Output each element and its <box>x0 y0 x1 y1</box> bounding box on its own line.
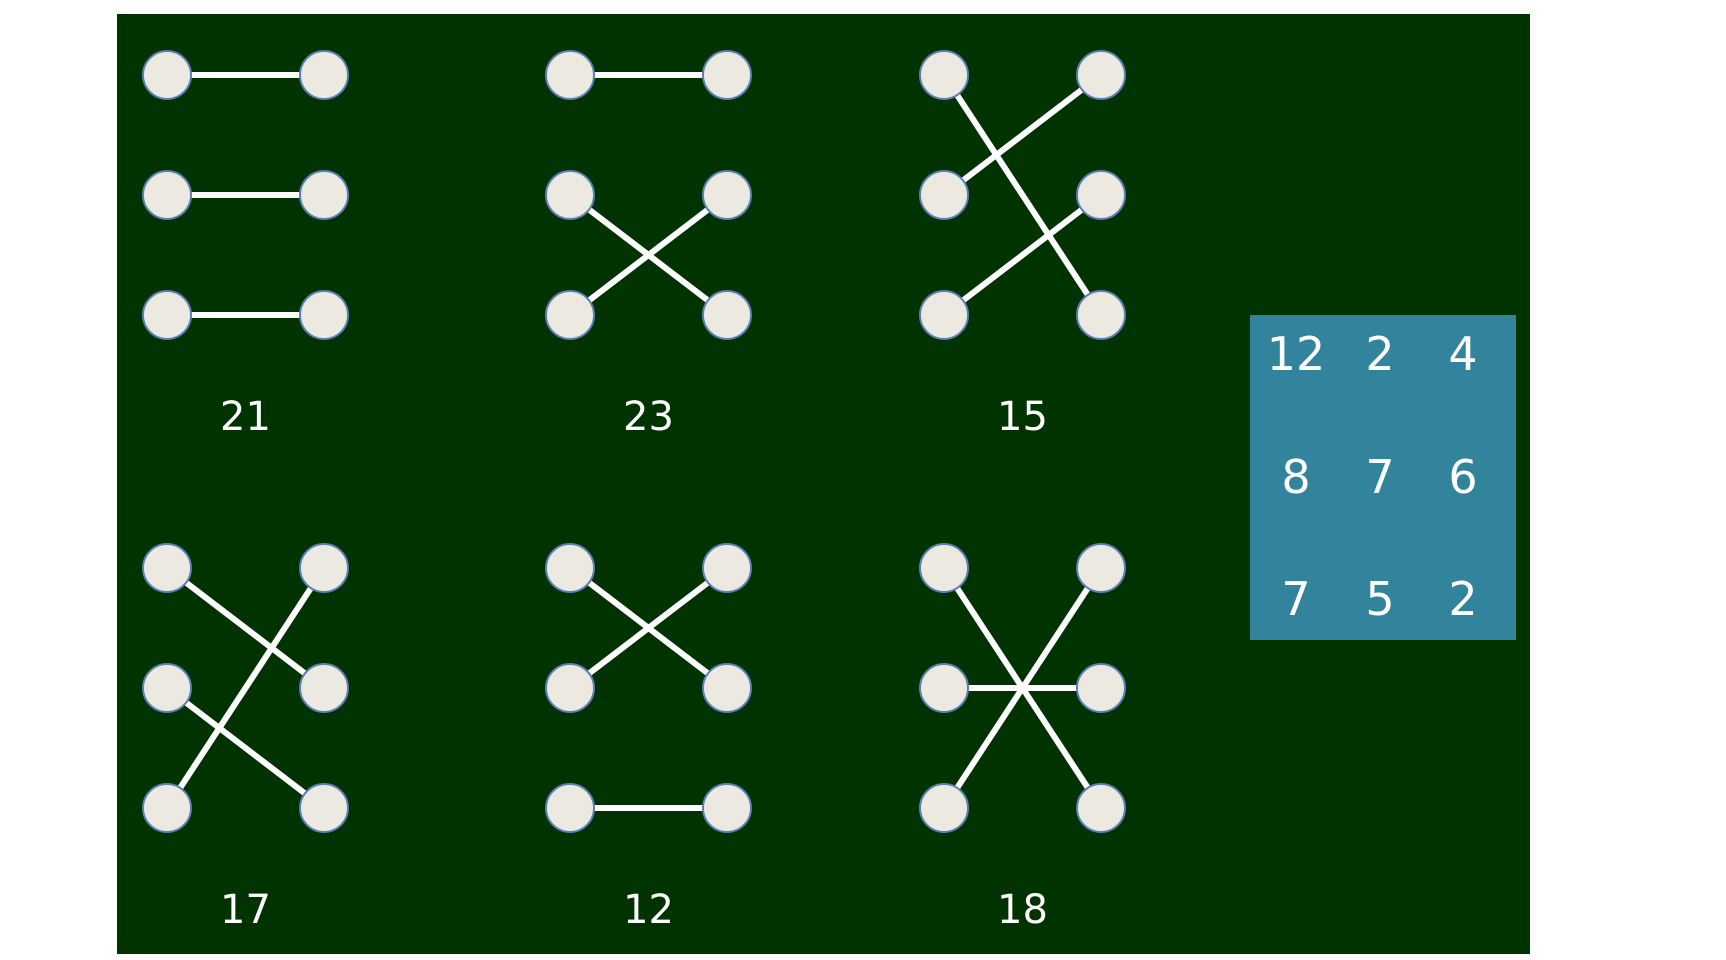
left-node <box>919 663 969 713</box>
right-node <box>1076 50 1126 100</box>
matching-total-label: 18 <box>997 887 1048 933</box>
matching-diagram: 12 <box>545 543 752 933</box>
left-node <box>545 50 595 100</box>
left-node <box>919 50 969 100</box>
matrix-cell: 6 <box>1448 450 1477 504</box>
matching-edge <box>164 565 327 811</box>
matrix-cell: 7 <box>1365 450 1394 504</box>
matching-diagram: 15 <box>919 50 1126 440</box>
right-node <box>299 170 349 220</box>
matrix-cell: 5 <box>1365 572 1394 626</box>
matrix-cell: 4 <box>1448 327 1477 381</box>
left-node <box>545 543 595 593</box>
matrix-cell: 12 <box>1267 327 1326 381</box>
matching-total-label: 21 <box>220 394 271 440</box>
left-node <box>142 783 192 833</box>
matching-edge <box>567 192 730 318</box>
right-node <box>1076 290 1126 340</box>
matching-total-label: 17 <box>220 887 271 933</box>
left-node <box>545 290 595 340</box>
matching-edge <box>941 72 1104 318</box>
right-node <box>702 50 752 100</box>
matching-diagram: 18 <box>919 543 1126 933</box>
left-node <box>142 543 192 593</box>
left-node <box>919 290 969 340</box>
right-node <box>1076 663 1126 713</box>
right-node <box>702 290 752 340</box>
right-node <box>1076 783 1126 833</box>
matching-edge <box>164 685 327 811</box>
right-node <box>702 543 752 593</box>
cost-matrix-box <box>1250 315 1516 640</box>
matrix-cell: 2 <box>1448 572 1477 626</box>
right-node <box>299 543 349 593</box>
left-node <box>545 663 595 713</box>
right-node <box>702 783 752 833</box>
right-node <box>702 170 752 220</box>
left-node <box>142 663 192 713</box>
left-node <box>545 783 595 833</box>
matching-diagram: 21 <box>142 50 349 440</box>
left-node <box>919 783 969 833</box>
matching-diagram: 17 <box>142 543 349 933</box>
matrix-cell: 2 <box>1365 327 1394 381</box>
right-node <box>299 663 349 713</box>
left-node <box>545 170 595 220</box>
right-node <box>299 290 349 340</box>
matrix-cell: 8 <box>1281 450 1310 504</box>
matching-diagram: 23 <box>545 50 752 440</box>
left-node <box>142 50 192 100</box>
matrix-cell: 7 <box>1281 572 1310 626</box>
matching-total-label: 15 <box>997 394 1048 440</box>
left-node <box>919 543 969 593</box>
matching-diagrams: 21 23 15 17 12 18 <box>142 50 1126 933</box>
matching-edge <box>164 565 327 691</box>
matching-total-label: 12 <box>623 887 674 933</box>
left-node <box>142 170 192 220</box>
right-node <box>1076 543 1126 593</box>
matching-edge <box>941 72 1104 198</box>
matching-edge <box>567 565 730 691</box>
matching-total-label: 23 <box>623 394 674 440</box>
right-node <box>1076 170 1126 220</box>
matching-edge <box>941 565 1104 811</box>
left-node <box>919 170 969 220</box>
left-node <box>142 290 192 340</box>
right-node <box>702 663 752 713</box>
right-node <box>299 50 349 100</box>
right-node <box>299 783 349 833</box>
matching-edge <box>941 192 1104 318</box>
